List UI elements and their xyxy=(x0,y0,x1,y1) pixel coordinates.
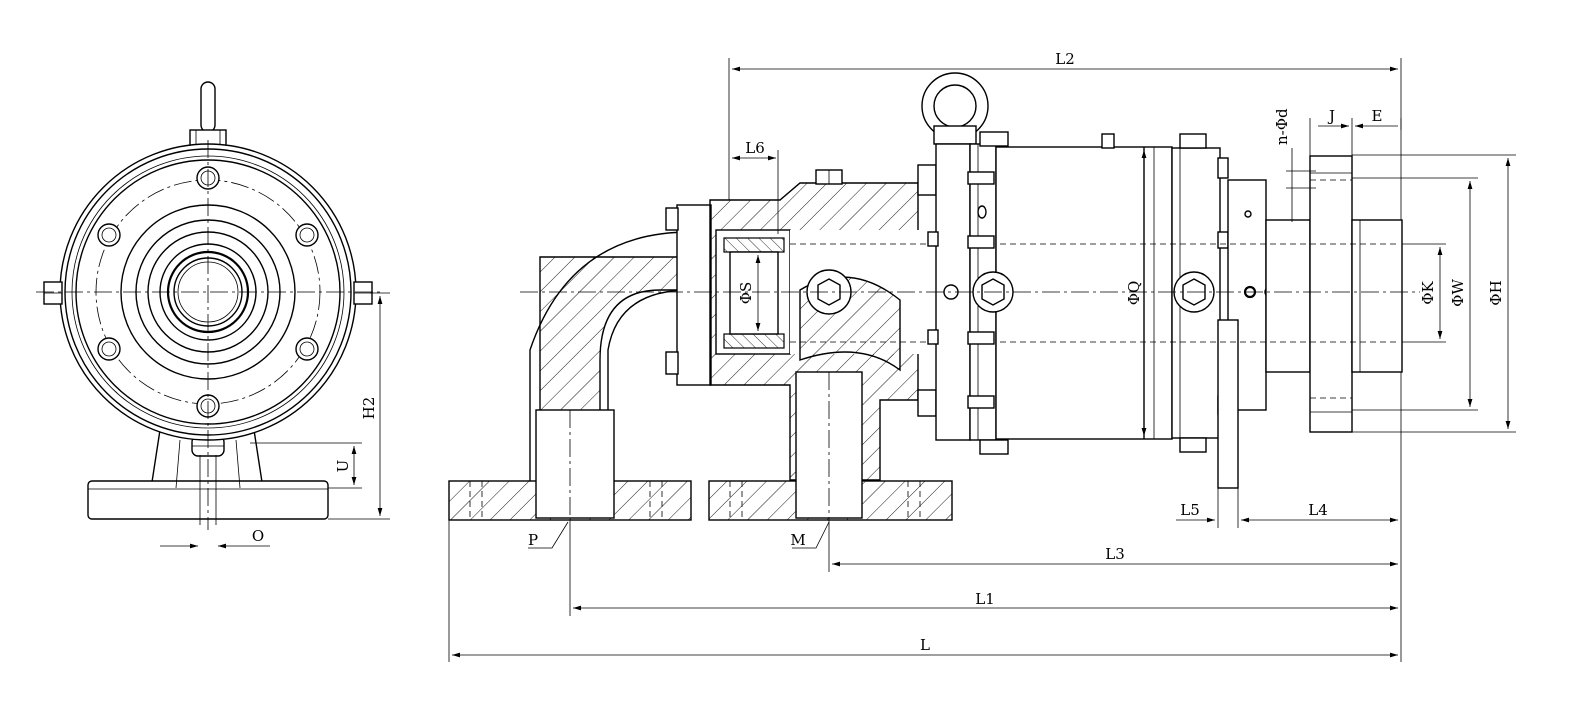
label-L4: L4 xyxy=(1308,501,1328,519)
label-L3: L3 xyxy=(1105,545,1125,563)
label-M: M xyxy=(790,531,805,549)
label-P: P xyxy=(528,531,538,549)
label-phi-H: ΦH xyxy=(1487,280,1505,305)
label-L1: L1 xyxy=(975,590,995,608)
label-H2: H2 xyxy=(360,397,378,420)
label-L: L xyxy=(920,636,930,654)
label-phi-S: ΦS xyxy=(737,282,755,305)
side-view-dimensions xyxy=(448,58,1516,662)
label-O: O xyxy=(252,527,264,545)
end-view-dimensions xyxy=(160,292,390,549)
label-n-phi-d: n-Φd xyxy=(1273,108,1291,145)
label-phi-Q: ΦQ xyxy=(1125,281,1143,306)
label-phi-W: ΦW xyxy=(1449,279,1467,307)
end-view xyxy=(36,81,382,530)
side-view xyxy=(448,72,1420,521)
label-U: U xyxy=(334,460,352,473)
label-L6: L6 xyxy=(745,139,765,157)
label-phi-K: ΦK xyxy=(1419,280,1437,304)
label-J: J xyxy=(1327,107,1335,125)
dimension-labels: L2 L6 J E n-Φd ΦS ΦQ ΦK ΦW ΦH H2 U O P M… xyxy=(252,50,1505,654)
label-L2: L2 xyxy=(1055,50,1075,68)
label-L5: L5 xyxy=(1180,501,1200,519)
label-E: E xyxy=(1372,107,1383,125)
